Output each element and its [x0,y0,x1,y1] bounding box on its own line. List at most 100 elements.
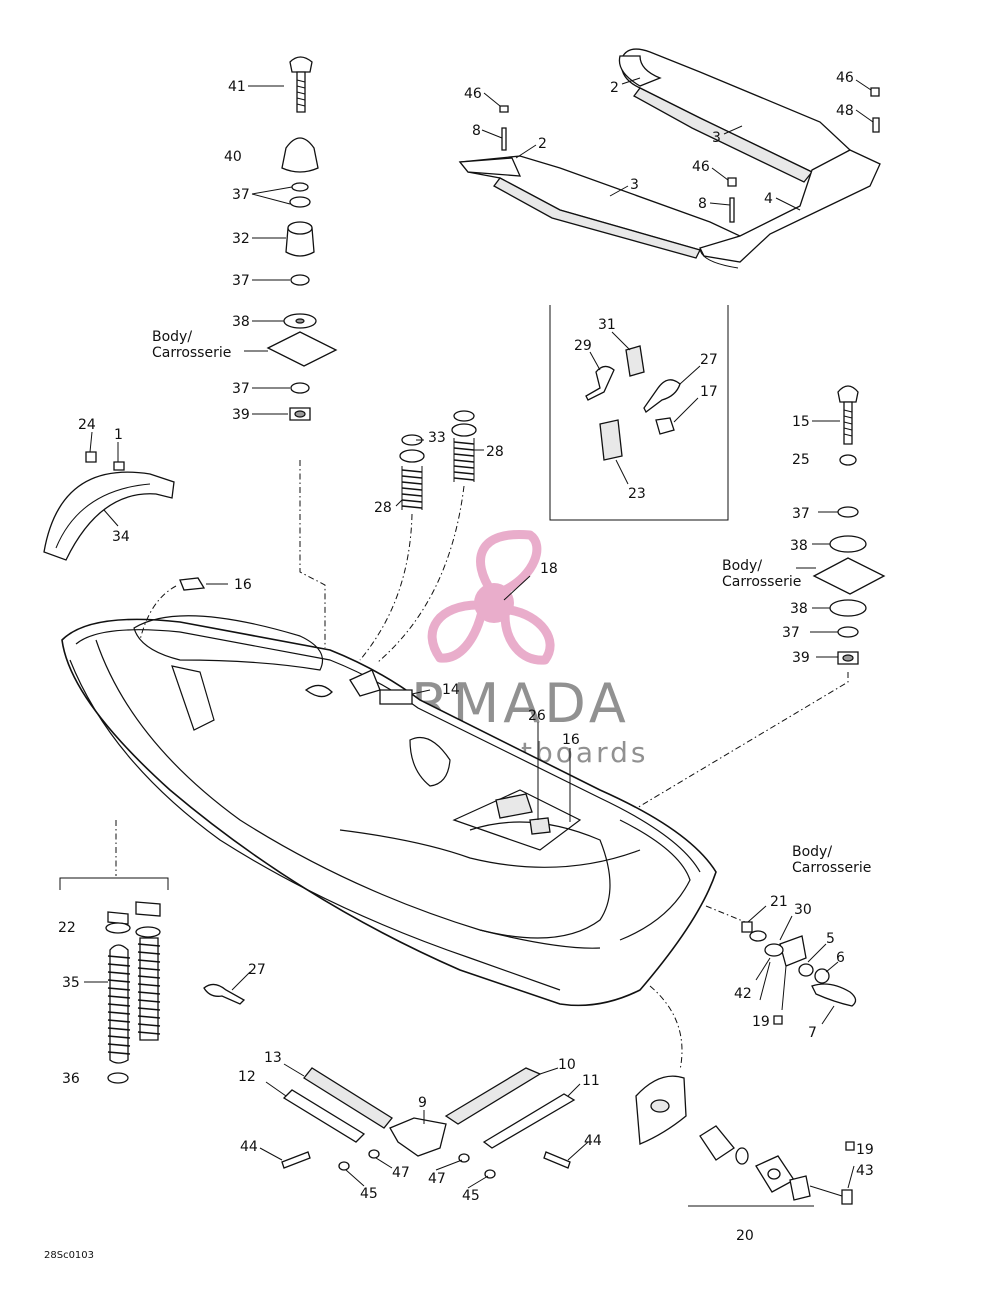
callout-24: 24 [78,417,96,433]
body-labels: Body/ Carrosserie Body/ Carrosserie Body… [152,329,871,876]
clip-31 [625,345,645,377]
callout-37: 37 [232,273,250,289]
callout-11: 11 [582,1073,600,1089]
callout-3: 3 [630,177,639,193]
tie-29 [585,365,615,401]
callout-6: 6 [836,950,845,966]
washer-5 [798,963,814,977]
callout-37: 37 [792,506,810,522]
detail-box-clips [549,305,729,521]
grab-handle-group [43,431,175,561]
callout-19: 19 [752,1014,770,1030]
figure-code: 28Sc0103 [44,1250,94,1261]
washer-42 [764,943,784,957]
callout-18: 18 [540,561,558,577]
callout-8: 8 [472,123,481,139]
washer-38b [829,535,867,553]
callout-38: 38 [790,538,808,554]
hardware-right [741,905,857,1025]
callout-33: 33 [428,430,446,446]
callout-37: 37 [232,187,250,203]
springs-28-33 [359,410,484,663]
callout-21: 21 [770,894,788,910]
callout-42: 42 [734,986,752,1002]
callout-27: 27 [700,352,718,368]
screw-43 [841,1189,853,1205]
callout-27: 27 [248,962,266,978]
callout-labels: 41 40 37 32 37 38 37 39 46 8 2 2 3 3 46 … [58,70,874,1244]
callout-37: 37 [232,381,250,397]
callout-16: 16 [562,732,580,748]
callout-1: 1 [114,427,123,443]
callout-35: 35 [62,975,80,991]
bolt-15-head [837,385,859,403]
callout-2: 2 [610,80,619,96]
callout-2: 2 [538,136,547,152]
callout-46: 46 [836,70,854,86]
body-plate-b [812,557,886,595]
callout-4: 4 [764,191,773,207]
bracket-23 [599,419,623,461]
hull-outline [61,618,717,1007]
callout-28: 28 [486,444,504,460]
bushing-32 [285,227,315,257]
nut-21 [741,921,753,933]
callout-30: 30 [794,902,812,918]
callout-36: 36 [62,1071,80,1087]
deck-rails-top [458,48,881,269]
callout-39: 39 [792,650,810,666]
body-label-1-line1: Body/ [152,329,192,345]
screw-1 [113,461,125,471]
callout-7: 7 [808,1025,817,1041]
washer-37e [837,626,859,638]
callout-38: 38 [790,601,808,617]
washer-37c [290,382,310,394]
callout-22: 22 [58,920,76,936]
screw-8b [729,197,735,223]
callout-46: 46 [464,86,482,102]
nut-19a [773,1015,783,1025]
mount-stack-top-left [244,56,338,648]
body-label-2-line2: Carrosserie [722,574,801,590]
body-label-3-line1: Body/ [792,844,832,860]
callout-47: 47 [428,1171,446,1187]
washer-37a [291,182,309,192]
screw-17 [655,417,675,435]
callout-44: 44 [584,1133,602,1149]
sleeve [699,1125,735,1161]
clip-46b [870,87,880,97]
cap-2-upper [618,55,662,87]
body-label-1-line2: Carrosserie [152,345,231,361]
nut-25 [839,454,857,466]
propeller-logo-icon [427,529,555,665]
strap-7 [811,983,857,1007]
callout-46: 46 [692,159,710,175]
callout-23: 23 [628,486,646,502]
callout-45: 45 [462,1188,480,1204]
gasket-16a [179,577,206,591]
grab-handle-34 [43,471,175,561]
nut-24 [85,451,97,463]
callout-20: 20 [736,1228,754,1244]
rail-3-upper [620,48,852,173]
plug-14 [379,689,413,705]
callout-48: 48 [836,103,854,119]
washer-37d [837,506,859,518]
callout-31: 31 [598,317,616,333]
fitting-26 [529,817,551,835]
joint-9 [389,1117,447,1157]
grommet-6 [814,968,830,984]
cap-2-lower [458,157,522,177]
bellows-b [139,937,159,1041]
hull-front-hatch [133,615,324,671]
callout-17: 17 [700,384,718,400]
callout-37: 37 [782,625,800,641]
callout-9: 9 [418,1095,427,1111]
bushing-40 [281,137,319,173]
callout-26: 26 [528,708,546,724]
callout-29: 29 [574,338,592,354]
body-plate-a [266,331,338,367]
callout-8: 8 [698,196,707,212]
rivet-48 [872,117,880,133]
